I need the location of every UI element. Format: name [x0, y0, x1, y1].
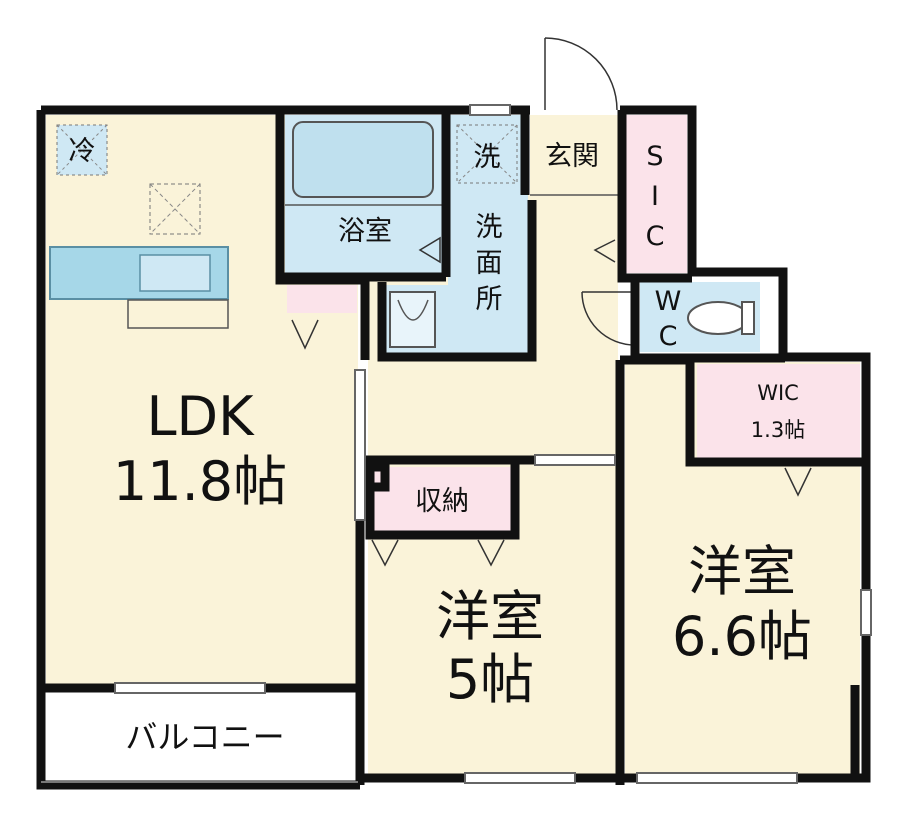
- bathtub-icon: [292, 121, 434, 198]
- sic-label-2: I: [651, 181, 659, 212]
- western2-name: 洋室: [688, 540, 796, 603]
- windows: [114, 104, 872, 784]
- closet-floor: [370, 467, 513, 535]
- labels: 冷 洗 LDK 11.8帖 浴室 洗 面 所 玄関 S I C W C WIC …: [69, 136, 812, 756]
- entrance-floor: [530, 115, 620, 195]
- wic-size: 1.3帖: [751, 418, 805, 442]
- wc-label-1: W: [655, 286, 682, 317]
- balcony-label: バルコニー: [125, 718, 284, 756]
- range-hood-icon: [149, 183, 201, 235]
- fridge-space: [56, 124, 108, 176]
- washer-label: 洗: [474, 142, 501, 173]
- ldk-storage: [287, 285, 357, 313]
- fridge-label: 冷: [69, 136, 96, 167]
- entrance-label: 玄関: [545, 141, 599, 172]
- washroom-label-1: 洗: [476, 212, 503, 243]
- western2-size: 6.6帖: [672, 605, 812, 668]
- toilet-icon: [687, 301, 755, 335]
- ldk-name: LDK: [146, 385, 255, 448]
- balcony-floor: [46, 690, 358, 782]
- western1-size: 5帖: [446, 648, 534, 711]
- washroom-label-3: 所: [476, 284, 503, 315]
- washroom-label-2: 面: [476, 248, 503, 279]
- closet-label: 収納: [415, 486, 469, 517]
- bath-label: 浴室: [338, 216, 392, 247]
- wic-floor: [697, 364, 860, 459]
- sic-label-3: C: [646, 221, 665, 252]
- ldk-size: 11.8帖: [113, 450, 287, 513]
- door-swing-icon: [291, 37, 812, 567]
- western1-name: 洋室: [436, 585, 544, 648]
- wc-label-2: C: [659, 321, 678, 352]
- sic-label-1: S: [646, 141, 663, 172]
- fixtures: [49, 121, 755, 348]
- wic-name: WIC: [757, 381, 799, 405]
- sic-floor: [625, 115, 687, 273]
- walls: [36, 105, 871, 790]
